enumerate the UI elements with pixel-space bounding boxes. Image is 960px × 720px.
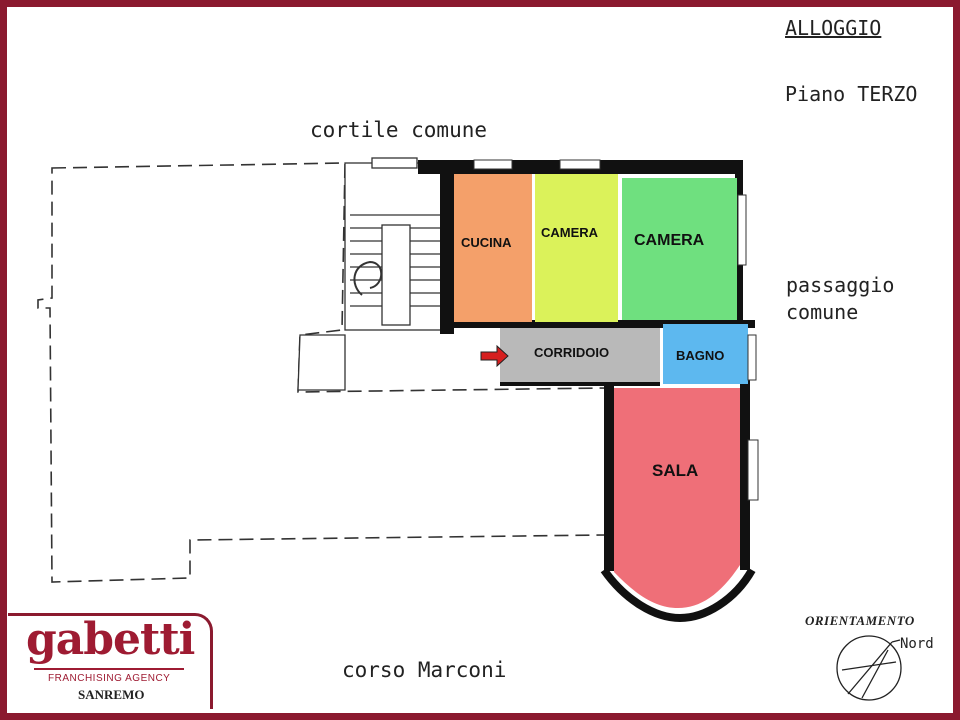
room-label-living: SALA	[652, 461, 698, 480]
logo-city: SANREMO	[78, 687, 145, 702]
floor-label: Piano TERZO	[785, 82, 918, 106]
room-label-bedroom-1: CAMERA	[541, 225, 599, 240]
logo-name: gabetti	[26, 614, 195, 665]
stairwell	[344, 157, 446, 331]
room-bathroom	[663, 324, 748, 384]
room-living	[614, 388, 740, 608]
street-label: corso Marconi	[342, 658, 507, 682]
entrance-arrow	[480, 344, 509, 368]
bay-window	[600, 567, 756, 623]
window-bathroom	[747, 334, 757, 381]
room-corridor	[500, 328, 660, 382]
header-title: ALLOGGIO	[785, 16, 882, 40]
logo-subtitle: FRANCHISING AGENCY	[48, 673, 171, 684]
passage-label-2: comune	[786, 300, 859, 324]
agency-logo: gabetti FRANCHISING AGENCY SANREMO	[8, 613, 213, 709]
rooms	[454, 174, 748, 608]
north-label: Nord	[900, 636, 934, 652]
passage-label-1: passaggio	[786, 273, 895, 297]
landing	[297, 334, 346, 391]
room-label-corridor: CORRIDOIO	[534, 345, 609, 360]
courtyard-label: cortile comune	[310, 118, 488, 142]
logo-divider	[34, 668, 184, 670]
orientation-title: ORIENTAMENTO	[805, 613, 915, 628]
room-bedroom-2	[622, 178, 737, 320]
window-bedroom-1	[559, 159, 601, 170]
compass-icon	[836, 635, 902, 701]
room-kitchen	[454, 174, 532, 322]
window-kitchen	[473, 159, 513, 170]
room-label-bedroom-2: CAMERA	[634, 232, 705, 249]
room-label-bathroom: BAGNO	[676, 348, 724, 363]
building-outline	[37, 162, 606, 583]
room-label-kitchen: CUCINA	[461, 235, 512, 250]
window-living	[747, 439, 759, 501]
window-bedroom	[737, 194, 747, 266]
room-bedroom-1	[535, 174, 618, 322]
